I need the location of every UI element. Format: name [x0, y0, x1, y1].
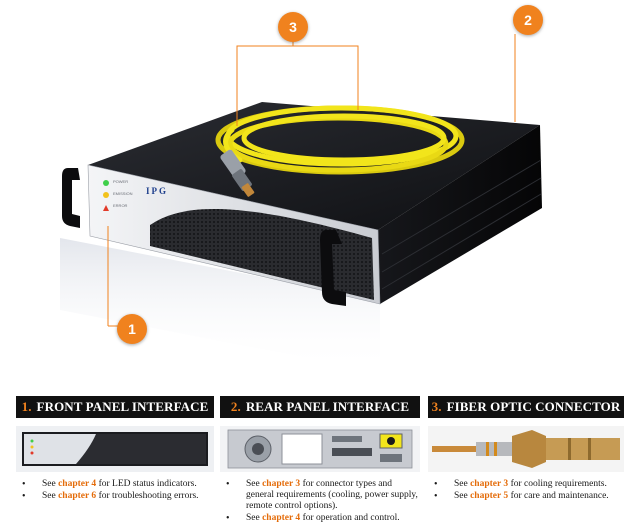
callout-3[interactable]: 3	[278, 12, 308, 42]
chapter-link[interactable]: chapter 4	[58, 479, 97, 489]
panel-number: 1.	[21, 399, 32, 414]
list-item: See chapter 5 for care and maintenance.	[428, 491, 624, 502]
panel-fiber-connector: 3. FIBER OPTIC CONNECTOR See chapter 3 f…	[428, 396, 624, 524]
panel-title: FIBER OPTIC CONNECTOR	[446, 399, 621, 414]
panel-header: 1. FRONT PANEL INTERFACE	[16, 396, 214, 418]
chapter-link[interactable]: chapter 3	[470, 479, 509, 489]
front-panel-thumbnail	[16, 426, 214, 472]
panel-title: FRONT PANEL INTERFACE	[36, 399, 209, 414]
rear-panel-thumbnail	[220, 426, 420, 472]
fiber-connector	[220, 149, 255, 197]
laser-unit-illustration	[60, 34, 542, 372]
front-panel-notes: See chapter 4 for LED status indicators.…	[16, 479, 214, 502]
list-item: See chapter 6 for troubleshooting errors…	[16, 491, 214, 502]
brand-logo: IPG	[146, 186, 169, 196]
right-handle	[320, 230, 346, 306]
panel-number: 2.	[230, 399, 241, 414]
chapter-link[interactable]: chapter 3	[262, 479, 301, 489]
callout-leaders	[107, 34, 516, 327]
panel-header: 3. FIBER OPTIC CONNECTOR	[428, 396, 624, 418]
list-item: See chapter 4 for LED status indicators.	[16, 479, 214, 490]
left-handle	[62, 168, 80, 228]
chapter-link[interactable]: chapter 6	[58, 491, 97, 501]
list-item: See chapter 4 for operation and control.	[220, 513, 420, 524]
chapter-link[interactable]: chapter 4	[262, 513, 301, 523]
fiber-connector-notes: See chapter 3 for cooling requirements. …	[428, 479, 624, 502]
panel-front-interface: 1. FRONT PANEL INTERFACE See chapter 4 f…	[16, 396, 214, 524]
panel-header: 2. REAR PANEL INTERFACE	[220, 396, 420, 418]
led-label-error: ERROR	[113, 203, 128, 208]
chassis-side	[378, 125, 542, 304]
panel-title: REAR PANEL INTERFACE	[245, 399, 410, 414]
front-grille	[150, 208, 374, 300]
chapter-link[interactable]: chapter 5	[470, 491, 509, 501]
rear-panel-notes: See chapter 3 for connector types and ge…	[220, 479, 420, 524]
fiber-connector-thumbnail	[428, 426, 624, 472]
fiber-coil	[215, 105, 465, 175]
panel-number: 3.	[431, 399, 442, 414]
floor-reflection	[60, 238, 380, 372]
chassis-top	[88, 102, 540, 230]
led-label-power: POWER	[113, 179, 129, 184]
callout-1[interactable]: 1	[117, 314, 147, 344]
callout-2[interactable]: 2	[513, 5, 543, 35]
list-item: See chapter 3 for connector types and ge…	[220, 479, 420, 512]
panel-rear-interface: 2. REAR PANEL INTERFACE See chapter 3 fo…	[220, 396, 420, 524]
led-label-emission: EMISSION	[113, 191, 133, 196]
list-item: See chapter 3 for cooling requirements.	[428, 479, 624, 490]
product-hero: 3 2 1 POWER EMISSION ERROR IPG	[60, 5, 543, 372]
